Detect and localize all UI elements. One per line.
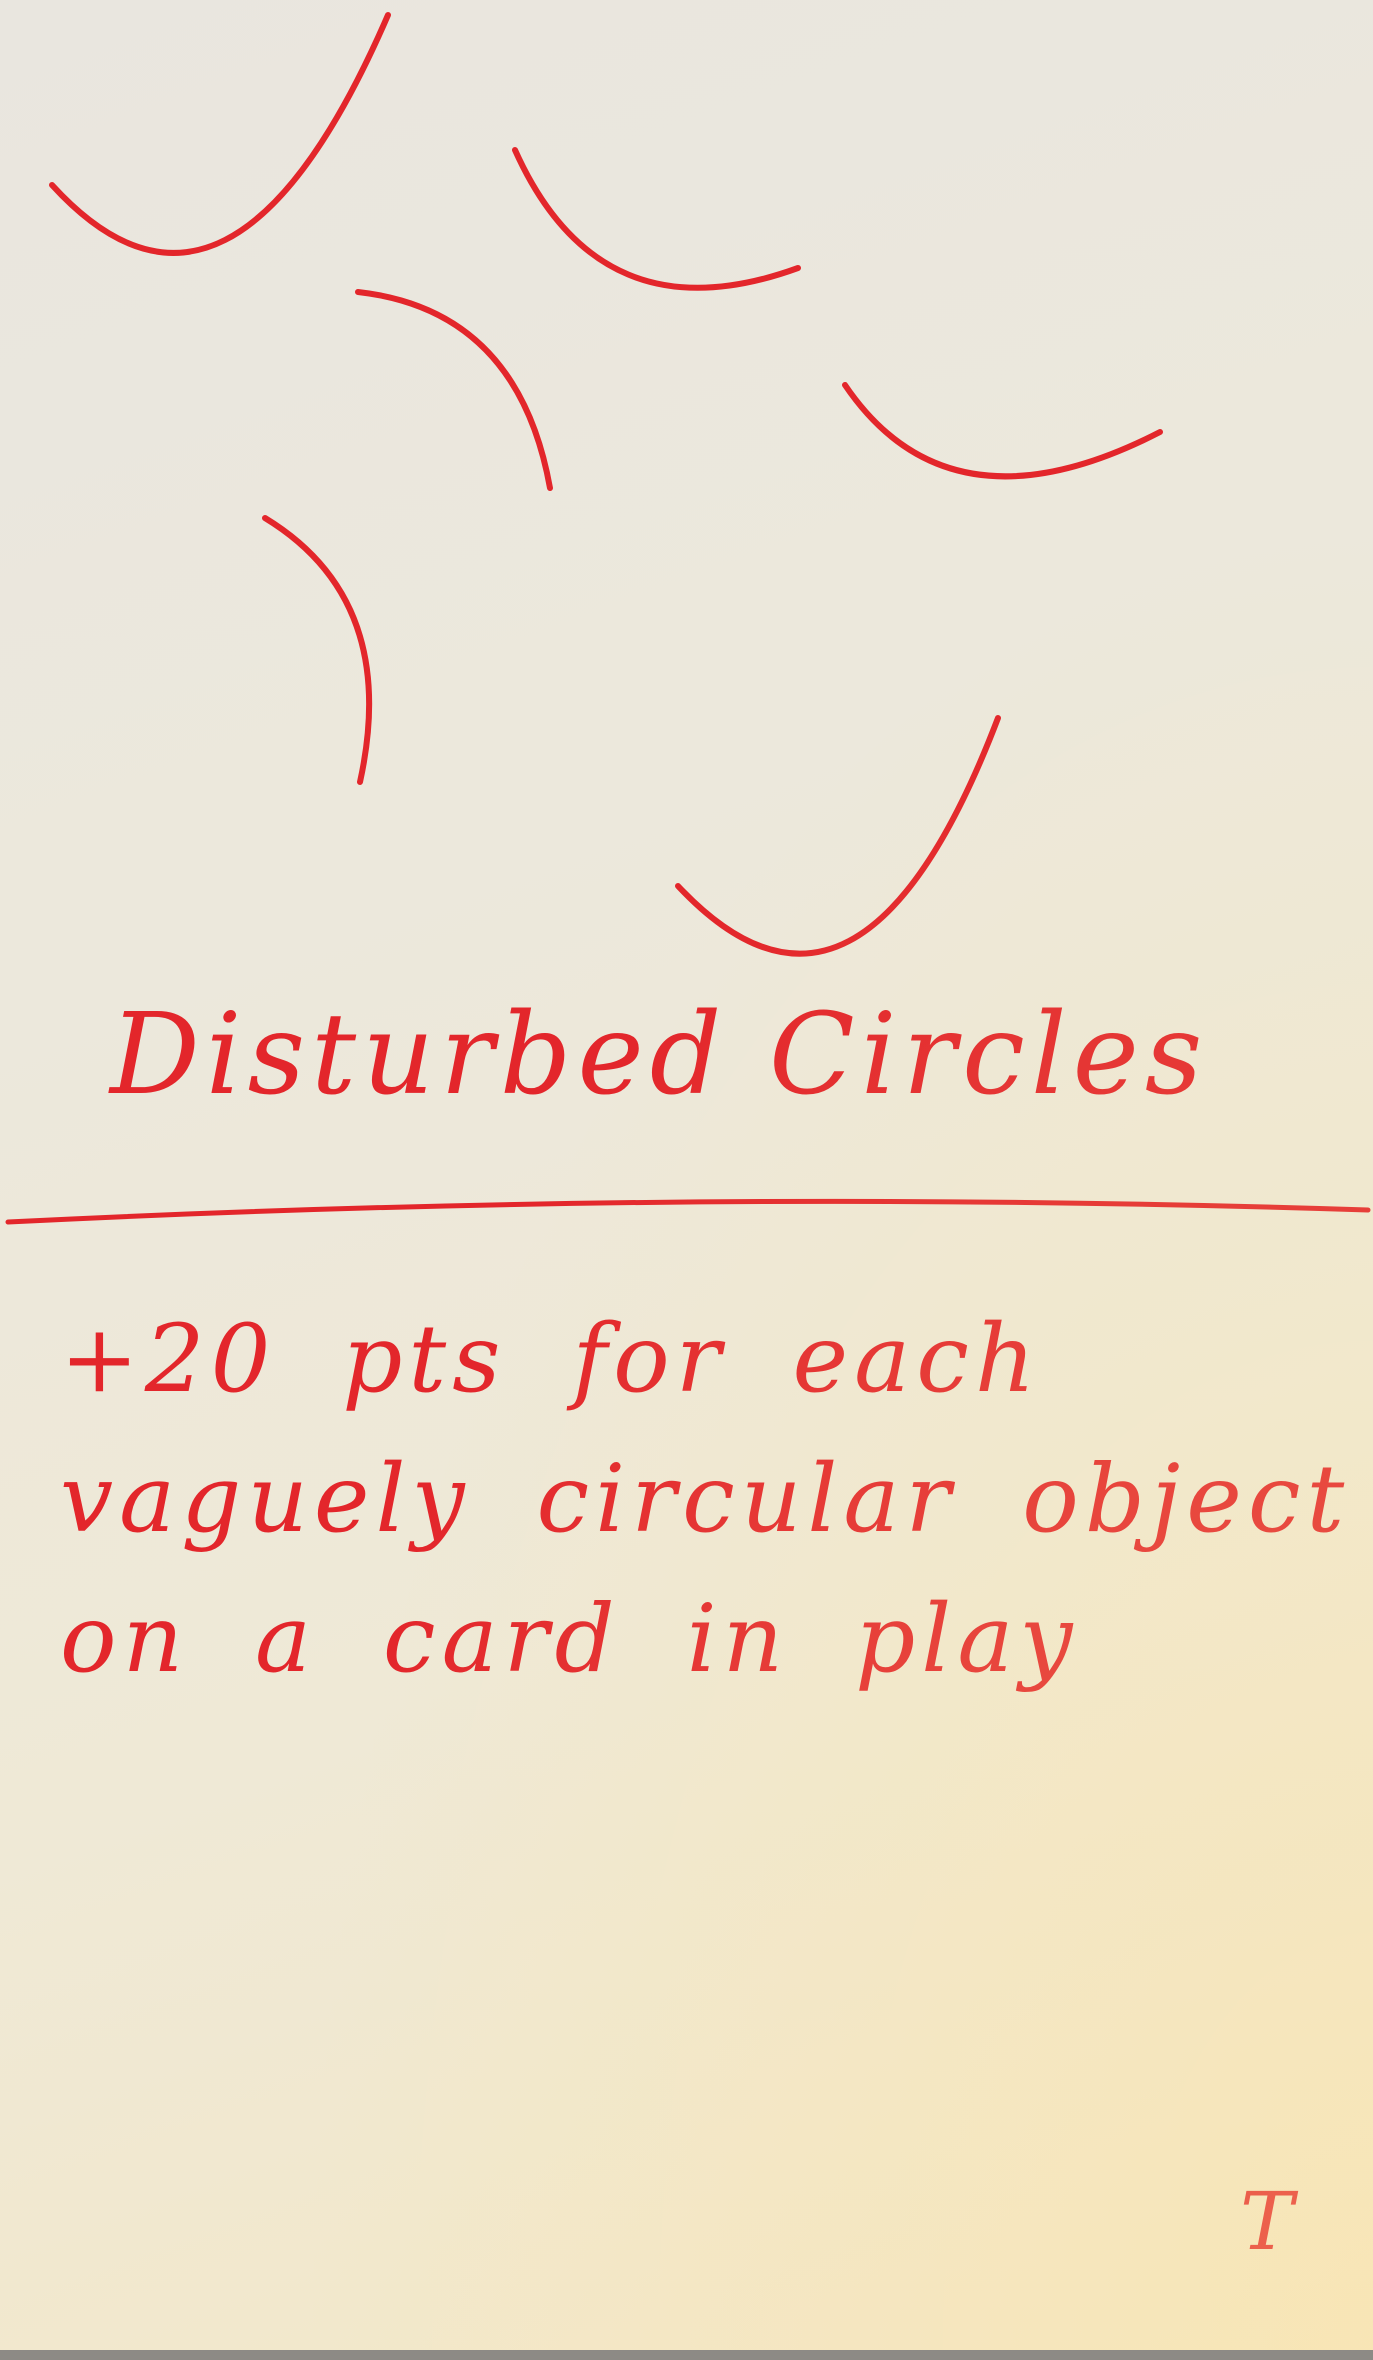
arc-2: [512, 147, 801, 291]
arc-4: [842, 382, 1163, 480]
rules-line-3: on a card in play: [60, 1585, 1079, 1694]
arc-3: [355, 289, 553, 491]
card-rules: +20 pts for each vaguely circular object…: [60, 1290, 1350, 1710]
author-signature: T: [1240, 2175, 1294, 2268]
card-title: Disturbed Circles: [110, 990, 1209, 1120]
card-artwork: [49, 12, 1163, 957]
card-bottom-edge: [0, 2350, 1373, 2360]
rules-line-2: vaguely circular object: [60, 1445, 1351, 1554]
rules-line-1: +20 pts for each: [60, 1305, 1042, 1414]
arc-5: [262, 515, 373, 785]
title-divider: [5, 1198, 1371, 1225]
arc-6: [675, 715, 1001, 957]
arc-1: [49, 12, 391, 256]
